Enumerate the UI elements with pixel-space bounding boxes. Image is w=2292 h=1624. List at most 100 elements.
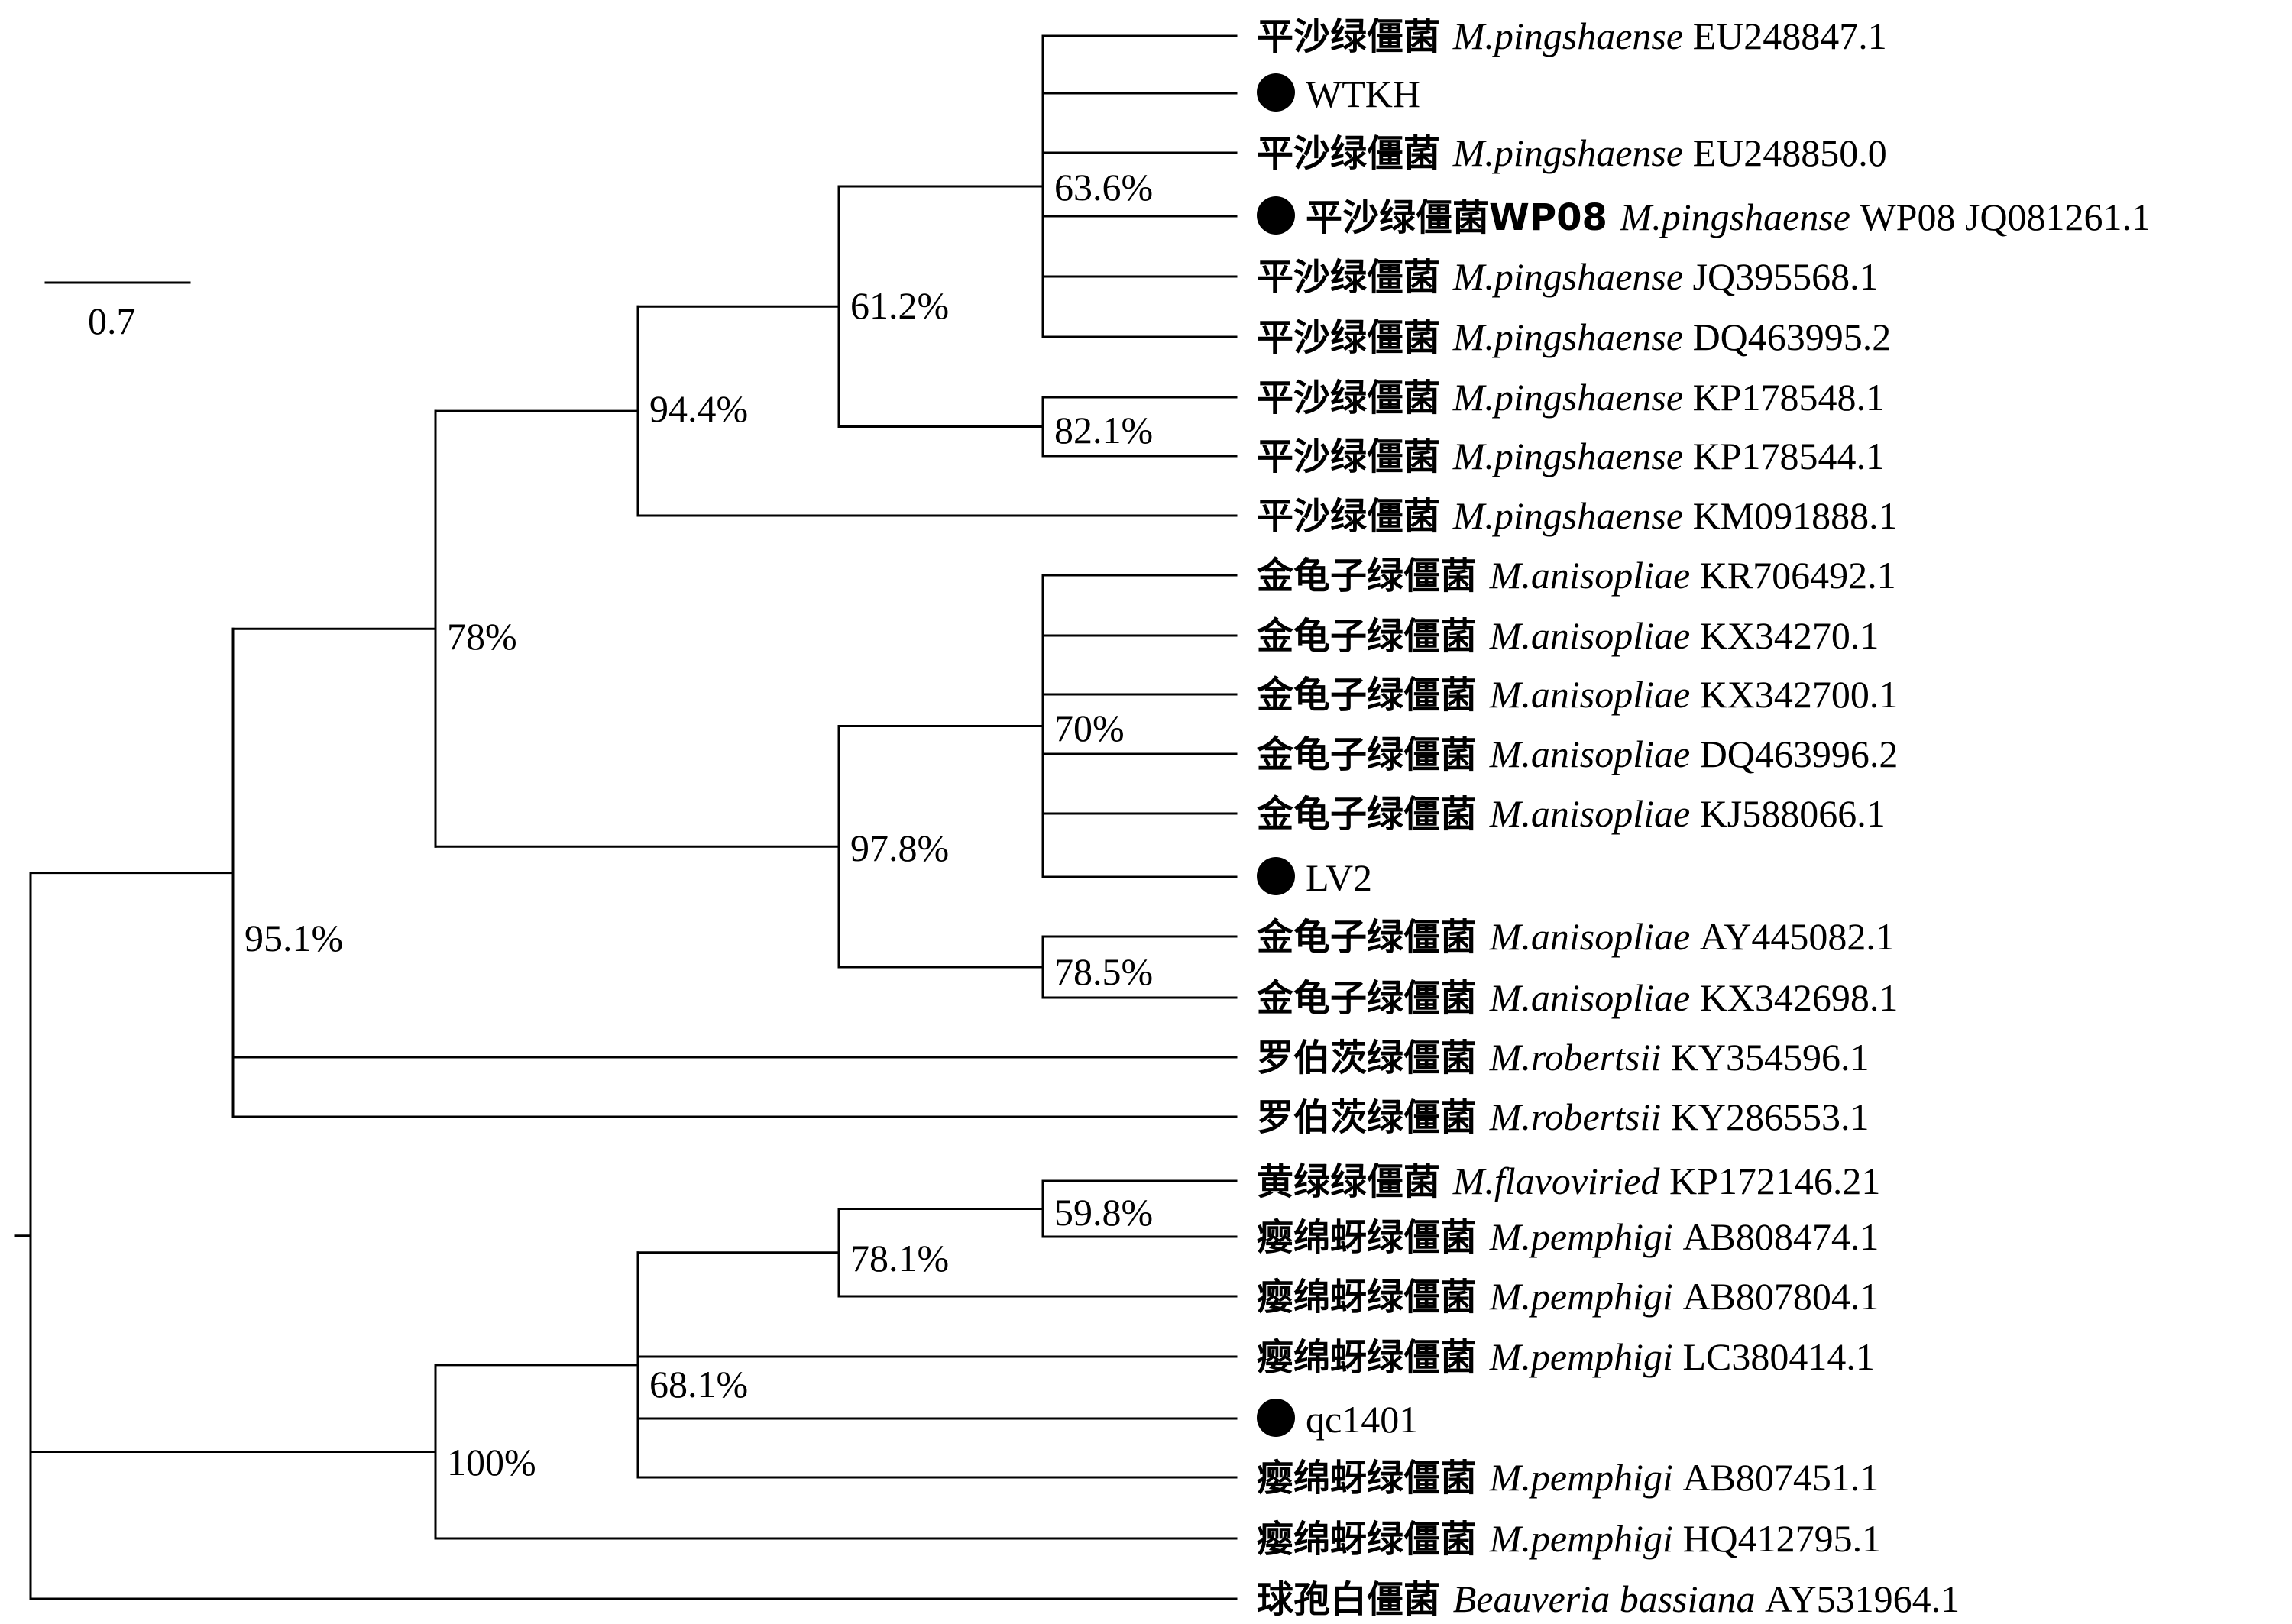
taxon-label: 金龟子绿僵菌 M.anisopliae KX34270.1 [1257, 616, 1879, 655]
taxon-scientific-name: M.anisopliae [1489, 554, 1700, 597]
taxon-label: 平沙绿僵菌 M.pingshaense EU248850.0 [1257, 134, 1887, 172]
taxon-chinese-name: 平沙绿僵菌 [1257, 256, 1453, 299]
taxon-accession: KY286553.1 [1670, 1095, 1870, 1138]
taxon-accession: AB808474.1 [1682, 1215, 1879, 1258]
taxon-label: 瘿绵蚜绿僵菌 M.pemphigi AB807451.1 [1257, 1458, 1879, 1496]
taxon-accession: EU248850.0 [1692, 131, 1887, 174]
taxon-scientific-name: M.anisopliae [1489, 733, 1700, 775]
taxon-label: 瘿绵蚜绿僵菌 M.pemphigi HQ412795.1 [1257, 1519, 1881, 1558]
taxon-label: 平沙绿僵菌WP08 M.pingshaense WP08 JQ081261.1 [1257, 196, 2151, 236]
taxon-accession: KM091888.1 [1692, 494, 1898, 537]
taxon-accession: KJ588066.1 [1699, 792, 1886, 835]
taxon-chinese-name: 瘿绵蚜绿僵菌 [1257, 1276, 1490, 1318]
bootstrap-support-label: 61.2% [850, 284, 950, 327]
taxon-label: 罗伯茨绿僵菌 M.robertsii KY286553.1 [1257, 1098, 1869, 1136]
taxon-label: 罗伯茨绿僵菌 M.robertsii KY354596.1 [1257, 1038, 1869, 1076]
isolate-marker-dot [1257, 196, 1295, 235]
taxon-scientific-name: M.anisopliae [1489, 915, 1700, 958]
taxon-accession: WP08 JQ081261.1 [1860, 196, 2151, 238]
taxon-accession: KP178548.1 [1692, 376, 1885, 419]
taxon-label: 平沙绿僵菌 M.pingshaense EU248847.1 [1257, 17, 1887, 55]
taxon-scientific-name: M.anisopliae [1489, 614, 1700, 657]
taxon-scientific-name: M.robertsii [1489, 1095, 1671, 1138]
taxon-label: 平沙绿僵菌 M.pingshaense KP178544.1 [1257, 437, 1885, 475]
taxon-accession: WTKH [1306, 73, 1420, 115]
bootstrap-support-label: 78% [447, 615, 517, 658]
taxon-accession: DQ463996.2 [1699, 733, 1899, 775]
taxon-accession: AY531964.1 [1765, 1577, 1960, 1620]
taxon-label: 平沙绿僵菌 M.pingshaense KP178548.1 [1257, 378, 1885, 416]
taxon-accession: AY445082.1 [1699, 915, 1895, 958]
taxon-accession: AB807804.1 [1682, 1275, 1879, 1318]
isolate-marker-dot [1257, 1399, 1295, 1437]
bootstrap-support-label: 63.6% [1054, 166, 1154, 209]
taxon-label: 球孢白僵菌 Beauveria bassiana AY531964.1 [1257, 1580, 1960, 1618]
taxon-chinese-name: 平沙绿僵菌 [1257, 316, 1453, 359]
isolate-marker-dot [1257, 73, 1295, 112]
taxon-scientific-name: M.pingshaense [1452, 494, 1693, 537]
taxon-chinese-name: 瘿绵蚜绿僵菌 [1257, 1518, 1490, 1561]
taxon-label: 瘿绵蚜绿僵菌 M.pemphigi AB807804.1 [1257, 1277, 1879, 1315]
taxon-label: 金龟子绿僵菌 M.anisopliae KX342698.1 [1257, 979, 1898, 1017]
taxon-chinese-name: 金龟子绿僵菌 [1257, 916, 1490, 959]
taxon-chinese-name: 平沙绿僵菌 [1257, 495, 1453, 538]
taxon-chinese-name: 金龟子绿僵菌 [1257, 555, 1490, 597]
taxon-label: 金龟子绿僵菌 M.anisopliae DQ463996.2 [1257, 735, 1898, 773]
taxon-accession: KX342698.1 [1699, 976, 1899, 1019]
isolate-marker-dot [1257, 857, 1295, 895]
taxon-accession: DQ463995.2 [1692, 315, 1892, 358]
taxon-scientific-name: M.pingshaense [1452, 435, 1693, 477]
taxon-chinese-name: 平沙绿僵菌 [1257, 15, 1453, 58]
taxon-scientific-name: M.anisopliae [1489, 976, 1700, 1019]
taxon-accession: LC380414.1 [1682, 1335, 1875, 1378]
taxon-label: 平沙绿僵菌 M.pingshaense KM091888.1 [1257, 497, 1898, 535]
taxon-chinese-name: 球孢白僵菌 [1257, 1578, 1453, 1621]
taxon-scientific-name: M.anisopliae [1489, 673, 1700, 716]
taxon-label: 金龟子绿僵菌 M.anisopliae KJ588066.1 [1257, 794, 1886, 833]
scale-bar-label: 0.7 [88, 299, 136, 342]
taxon-accession: KP172146.21 [1669, 1160, 1881, 1202]
taxon-label: WTKH [1257, 73, 1420, 113]
bootstrap-support-label: 94.4% [649, 387, 749, 430]
taxon-label: LV2 [1257, 857, 1372, 897]
taxon-accession: AB807451.1 [1682, 1456, 1879, 1499]
taxon-chinese-name: 金龟子绿僵菌 [1257, 793, 1490, 836]
taxon-chinese-name: 金龟子绿僵菌 [1257, 733, 1490, 776]
taxon-accession: KP178544.1 [1692, 435, 1885, 477]
taxon-scientific-name: M.pingshaense [1452, 315, 1693, 358]
taxon-chinese-name: 瘿绵蚜绿僵菌 [1257, 1216, 1490, 1259]
taxon-scientific-name: M.pemphigi [1489, 1456, 1683, 1499]
taxon-chinese-name: 金龟子绿僵菌 [1257, 977, 1490, 1020]
taxon-accession: KY354596.1 [1670, 1036, 1870, 1079]
taxon-chinese-name: 平沙绿僵菌WP08 [1306, 196, 1620, 239]
taxon-chinese-name: 黄绿绿僵菌 [1257, 1160, 1453, 1203]
taxon-chinese-name: 瘿绵蚜绿僵菌 [1257, 1336, 1490, 1379]
bootstrap-support-label: 78.5% [1054, 950, 1154, 993]
taxon-accession: JQ395568.1 [1692, 255, 1879, 298]
bootstrap-support-label: 70% [1054, 707, 1125, 749]
taxon-scientific-name: M.robertsii [1489, 1036, 1671, 1079]
taxon-scientific-name: Beauveria bassiana [1452, 1577, 1765, 1620]
taxon-chinese-name: 罗伯茨绿僵菌 [1257, 1037, 1490, 1079]
bootstrap-support-label: 82.1% [1054, 409, 1154, 451]
taxon-accession: KX342700.1 [1699, 673, 1899, 716]
taxon-scientific-name: M.pingshaense [1452, 255, 1693, 298]
bootstrap-support-label: 78.1% [850, 1237, 950, 1279]
taxon-chinese-name: 平沙绿僵菌 [1257, 435, 1453, 478]
taxon-label: 金龟子绿僵菌 M.anisopliae AY445082.1 [1257, 917, 1895, 956]
taxon-scientific-name: M.anisopliae [1489, 792, 1700, 835]
taxon-label: qc1401 [1257, 1399, 1418, 1438]
bootstrap-support-label: 59.8% [1054, 1191, 1154, 1234]
taxon-chinese-name: 平沙绿僵菌 [1257, 132, 1453, 175]
taxon-label: 黄绿绿僵菌 M.flavoviried KP172146.21 [1257, 1162, 1880, 1200]
taxon-scientific-name: M.flavoviried [1452, 1160, 1669, 1202]
taxon-accession: KX34270.1 [1699, 614, 1879, 657]
taxon-accession: qc1401 [1306, 1398, 1419, 1441]
taxon-scientific-name: M.pingshaense [1452, 131, 1693, 174]
taxon-scientific-name: M.pingshaense [1620, 196, 1860, 238]
taxon-label: 瘿绵蚜绿僵菌 M.pemphigi LC380414.1 [1257, 1338, 1875, 1376]
taxon-scientific-name: M.pemphigi [1489, 1517, 1683, 1560]
bootstrap-support-label: 97.8% [850, 827, 950, 869]
bootstrap-support-label: 68.1% [649, 1363, 749, 1406]
